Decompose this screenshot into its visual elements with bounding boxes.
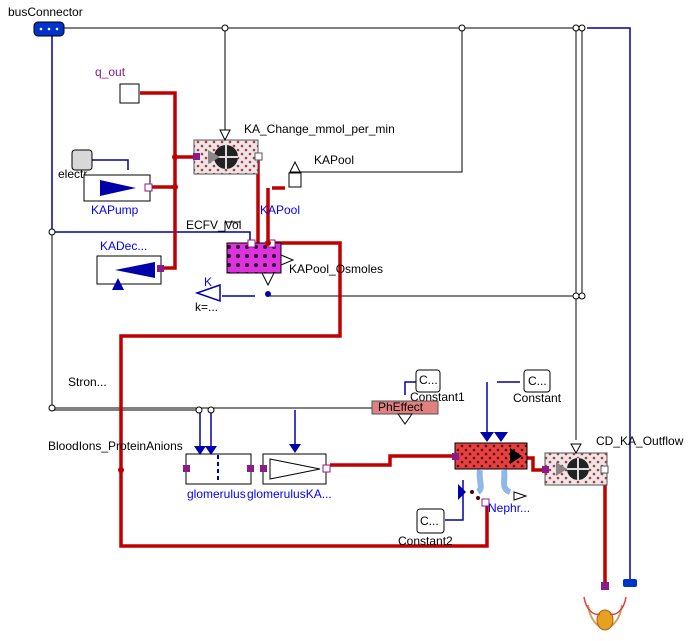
junction-dots — [48, 24, 586, 473]
osmoles-pool-icon[interactable] — [226, 239, 295, 297]
cd-ka-outflow-label: CD_KA_Outflow — [596, 434, 684, 448]
kapool-label: KAPool — [260, 203, 300, 217]
c2-label: C... — [528, 374, 547, 388]
kadec-degradation[interactable] — [96, 255, 164, 290]
glomerulus-label: glomerulus — [187, 487, 246, 501]
bloodions-label: BloodIons_ProteinAnions — [48, 439, 183, 453]
kapump-label: KAPump — [91, 203, 139, 217]
kadec-label: KADec... — [100, 239, 147, 253]
stron-label: Stron... — [68, 375, 107, 389]
constant2-block[interactable] — [416, 508, 445, 534]
k-gain-block[interactable] — [194, 283, 221, 303]
c3-label: C... — [420, 514, 439, 528]
nephr-label: Nephr... — [488, 501, 530, 515]
bus-junction-2 — [207, 406, 215, 414]
ecfv-vol-label: ECFV_Vol — [186, 218, 241, 232]
kidney-icon — [583, 582, 627, 631]
ph-effect-label: PhEffect — [378, 400, 424, 414]
glomerulus-ka-block[interactable] — [260, 444, 331, 485]
electr-constant[interactable] — [71, 149, 93, 171]
kapool-osmoles-label: KAPool_Osmoles — [289, 262, 383, 276]
bus-junction-1 — [195, 406, 203, 414]
ph-effect-block[interactable] — [371, 400, 439, 425]
c1-label: C... — [419, 373, 438, 387]
pump-icon[interactable] — [83, 174, 153, 202]
constant1-block[interactable] — [415, 369, 441, 393]
bus-output-port[interactable] — [623, 579, 637, 587]
constant2-label: Constant2 — [398, 534, 453, 548]
ka-change-flow-measure[interactable] — [193, 129, 263, 175]
q-out-label: q_out — [95, 65, 126, 79]
kapool-output-label: KAPool — [314, 153, 354, 167]
glomerulus-ka-label: glomerulusKA... — [247, 487, 332, 501]
flow-lines — [119, 91, 607, 585]
kapool-output-port[interactable] — [288, 160, 302, 188]
nephron-block[interactable] — [452, 432, 528, 507]
q-out-port[interactable] — [119, 83, 140, 104]
constant-block[interactable] — [523, 369, 551, 393]
k-value-label: k=... — [195, 300, 218, 314]
bus-connector-icon[interactable] — [33, 21, 65, 37]
cd-ka-outflow-measure[interactable] — [542, 443, 609, 486]
constant-label: Constant — [513, 391, 562, 405]
k-label: K — [204, 275, 212, 289]
bus-connector-label: busConnector — [8, 5, 83, 19]
glomerulus-block[interactable] — [183, 446, 254, 485]
ka-change-label: KA_Change_mmol_per_min — [244, 122, 395, 136]
